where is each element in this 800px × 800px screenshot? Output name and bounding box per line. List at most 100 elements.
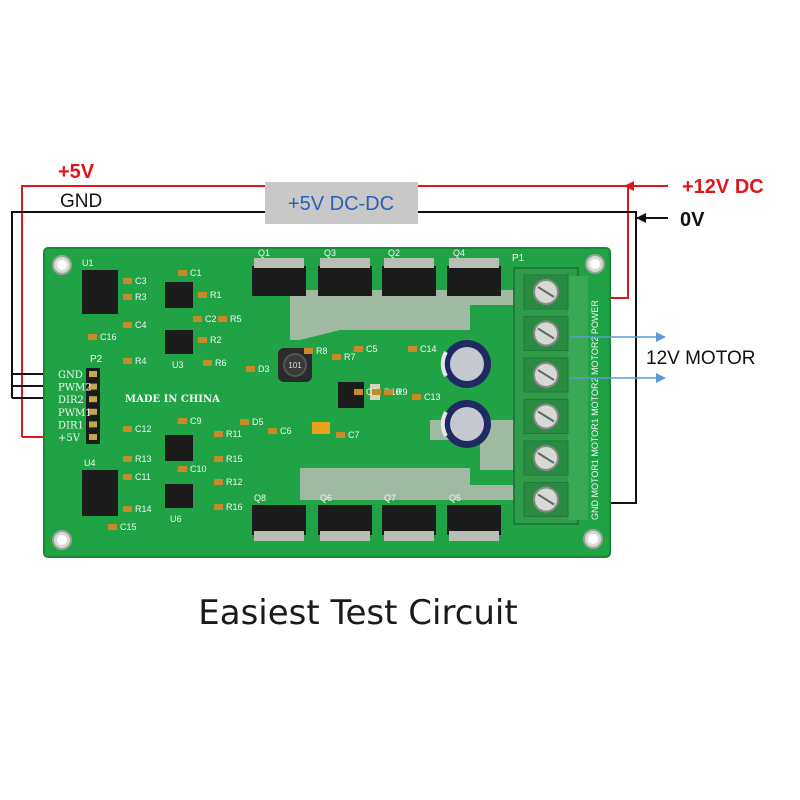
smd-component (178, 418, 187, 424)
component-label: R11 (226, 429, 242, 439)
ic-u4-body (82, 470, 118, 516)
component-label: R6 (215, 358, 227, 368)
mosfet-label: Q8 (254, 493, 266, 503)
header-pin (89, 383, 97, 390)
smd-component (123, 426, 132, 432)
mosfet-label: Q2 (388, 248, 400, 258)
component-label: C10 (190, 464, 207, 474)
smd-component (203, 360, 212, 366)
mounting-hole-top-right-center (590, 259, 600, 269)
smd-component (123, 294, 132, 300)
ic-u3-body (165, 330, 193, 354)
ic-u5 (165, 435, 193, 461)
terminal-block-body (513, 267, 579, 525)
smd-component (198, 292, 207, 298)
mosfet-label: Q6 (320, 493, 332, 503)
smd-component (304, 348, 313, 354)
header-pin-label: PWM2 (58, 383, 92, 394)
header-pin (89, 421, 97, 428)
smd-component (372, 389, 381, 395)
tantalum-c6 (312, 422, 330, 434)
smd-component (108, 524, 117, 530)
inductor: 101 (278, 348, 312, 382)
capacitor-c13 (440, 400, 491, 448)
smd-component (246, 366, 255, 372)
component-label: C6 (280, 426, 292, 436)
terminal-screw-slot (537, 493, 555, 506)
terminal-block-p1: P1 GND MOTOR1 MOTOR1 MOTOR2 MOTOR2 POWER (512, 253, 600, 525)
component-label: D3 (258, 364, 270, 374)
component-label: C12 (135, 424, 152, 434)
terminal-screw-slot (537, 286, 555, 298)
capacitor-c14-top (450, 347, 484, 381)
smd-component (123, 358, 132, 364)
inductor-core (283, 353, 307, 377)
component-label: R3 (135, 292, 147, 302)
smd-component (332, 354, 341, 360)
smd-component (336, 432, 345, 438)
plus12v-arrowhead (624, 181, 634, 191)
component-label: C15 (120, 522, 137, 532)
bottom-power-pour (300, 468, 520, 500)
terminal-p1-label: P1 (512, 253, 525, 264)
ic-u1-body (82, 270, 118, 314)
motor-driver-board: U1 U3 U4 U6 101 (43, 247, 611, 558)
component-label: R12 (226, 477, 243, 487)
component-label: R9 (396, 387, 408, 397)
motor-arrow-1-head (656, 332, 666, 342)
mounting-hole-bottom-right-center (588, 534, 598, 544)
smd-component (214, 431, 223, 437)
smd-component (412, 394, 421, 400)
mosfets-bottom: Q8 Q6 Q7 Q5 (252, 493, 501, 541)
smd-component (88, 334, 97, 340)
header-pin-label: +5V (58, 433, 81, 444)
ic-u2 (165, 282, 193, 308)
component-label: C3 (135, 276, 147, 286)
caption: Easiest Test Circuit (198, 593, 517, 633)
wiring (11, 181, 668, 504)
mosfet-tab (254, 258, 304, 268)
mosfet-tab (320, 258, 370, 268)
ic-u5-body (165, 435, 193, 461)
component-label: R5 (230, 314, 242, 324)
smd-component (214, 479, 223, 485)
ic-u4: U4 (82, 458, 118, 516)
smd-component (218, 316, 227, 322)
mosfet-label: Q5 (449, 493, 461, 503)
mosfet-label: Q4 (453, 248, 465, 258)
smd-component (123, 506, 132, 512)
component-label: R15 (226, 454, 243, 464)
inductor-code: 101 (288, 361, 302, 370)
smd-component (123, 278, 132, 284)
mosfet-label: Q7 (384, 493, 396, 503)
mosfet-tab (449, 531, 499, 541)
mosfet-body (447, 266, 501, 296)
smd-component (240, 419, 249, 425)
smd-component (198, 337, 207, 343)
made-in-label: MADE IN CHINA (125, 394, 220, 405)
header-p2-label: P2 (90, 354, 103, 365)
dcdc-module (265, 182, 418, 224)
header-pin-label: DIR2 (58, 395, 84, 406)
terminal-screws (523, 274, 569, 517)
header-pin (89, 434, 97, 440)
ic-u6-body (165, 484, 193, 508)
smd-component (214, 456, 223, 462)
terminal-screw-slot (537, 410, 555, 423)
ic-u3-label: U3 (172, 360, 184, 370)
component-label: D5 (252, 417, 264, 427)
mosfet-body (382, 505, 436, 535)
passive-components: C3C1R3R1C4C2R5R2R4R6C16D3R8C5R7C14C8R10R… (88, 268, 441, 532)
ic-u3: U3 (165, 330, 193, 370)
terminal-block-side (568, 276, 588, 520)
ic-u4-label: U4 (84, 458, 96, 468)
component-label: R1 (210, 290, 222, 300)
component-label: R2 (210, 335, 222, 345)
component-label: R16 (226, 502, 243, 512)
mounting-hole-bottom-left-center (57, 535, 67, 545)
component-label: C7 (348, 430, 360, 440)
ic-u6: U6 (165, 484, 193, 524)
capacitor-c13-top (450, 407, 484, 441)
smd-component (178, 466, 187, 472)
